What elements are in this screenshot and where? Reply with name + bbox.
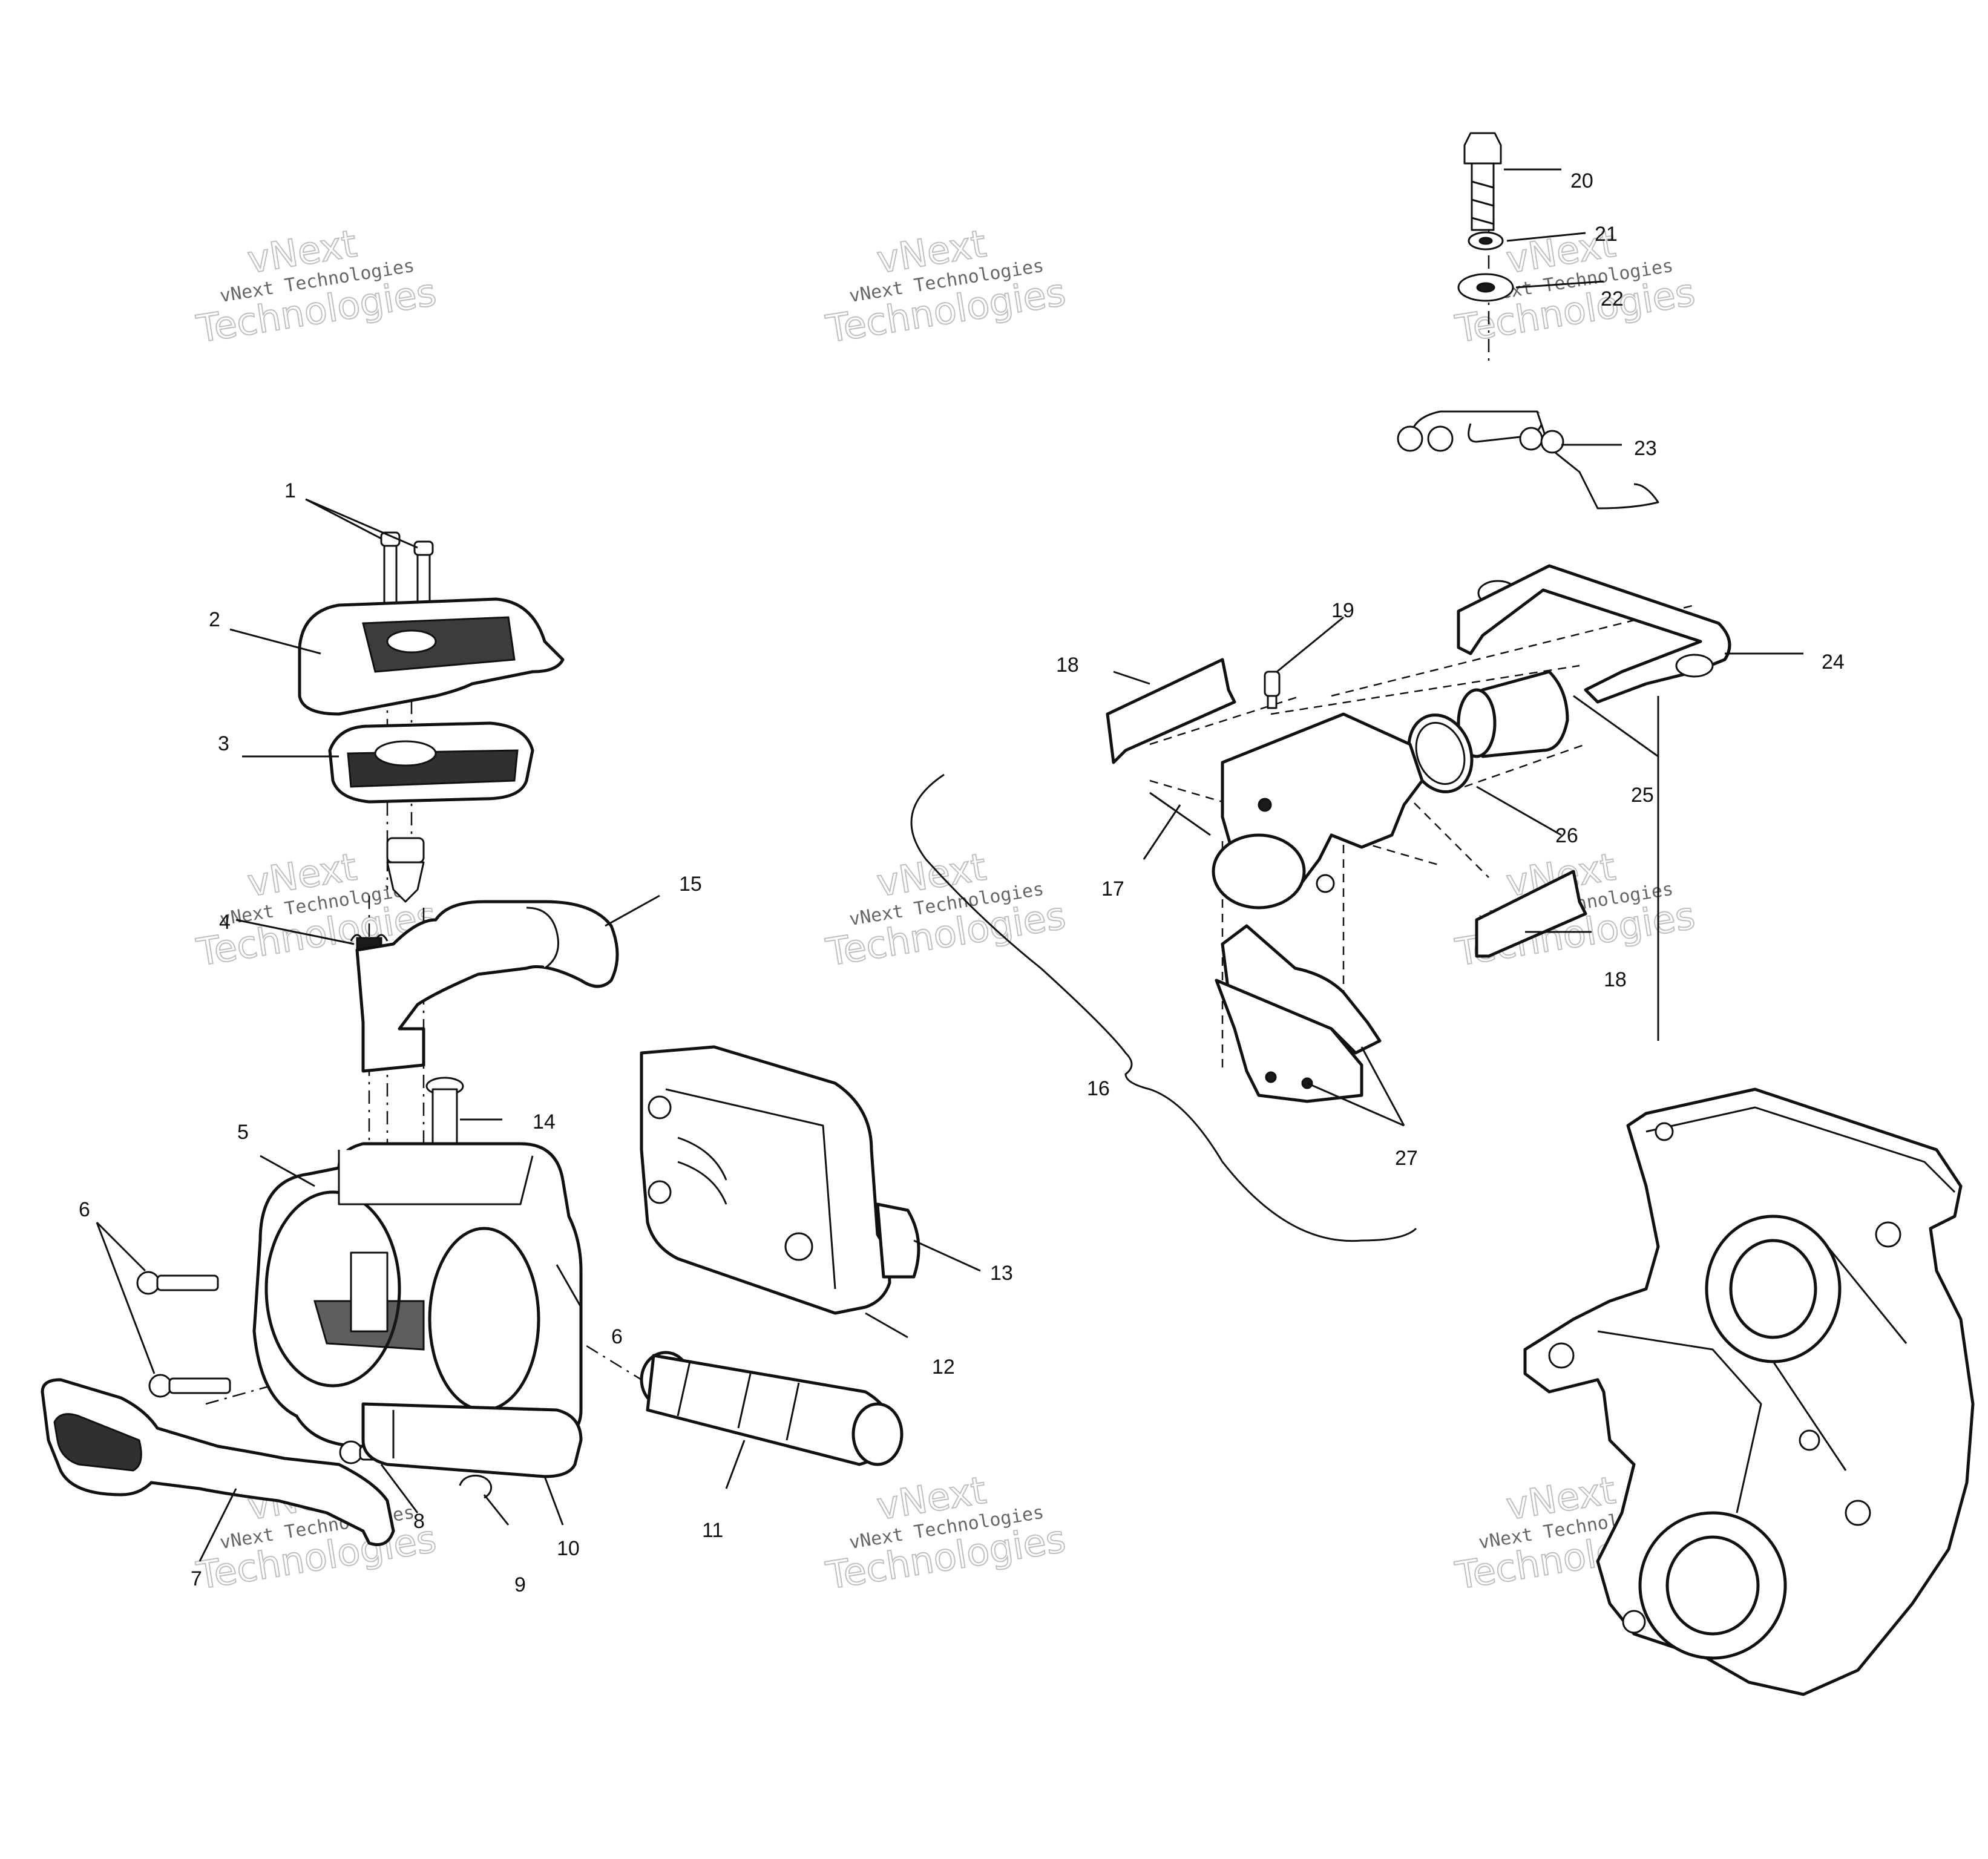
callout-18-bottom: 18 xyxy=(1604,968,1627,991)
callout-23: 23 xyxy=(1634,437,1657,460)
callout-11: 11 xyxy=(702,1519,723,1542)
chaincase-housing xyxy=(1523,1087,1975,1696)
watermark-1: vNext vNext Technologies Technologies xyxy=(193,220,440,352)
callout-25: 25 xyxy=(1631,784,1654,807)
callouts: 1 2 3 4 5 6 6 7 8 9 10 11 12 13 14 15 16… xyxy=(79,169,1845,1596)
part-20-bolt xyxy=(1463,132,1502,231)
callout-26: 26 xyxy=(1555,824,1578,847)
callout-6-right: 6 xyxy=(611,1325,623,1348)
part-2-top-cover xyxy=(298,597,565,716)
callout-17: 17 xyxy=(1101,877,1124,900)
part-22-washer xyxy=(1457,273,1514,302)
part-5-housing xyxy=(252,1142,583,1448)
callout-4: 4 xyxy=(219,911,231,934)
part-12-cover xyxy=(640,1045,891,1315)
callout-3: 3 xyxy=(218,732,229,755)
callout-20: 20 xyxy=(1570,169,1593,192)
part-26-seal-ring xyxy=(1407,713,1474,793)
callout-16: 16 xyxy=(1087,1077,1110,1100)
part-24-bracket xyxy=(1457,564,1731,704)
part-17-caliper xyxy=(1149,712,1424,910)
part-18-shim-right xyxy=(1475,870,1587,958)
callout-6-left: 6 xyxy=(79,1198,90,1221)
callout-24: 24 xyxy=(1822,651,1845,674)
part-10-clamp xyxy=(361,1402,583,1478)
part-9-circlip xyxy=(459,1474,493,1499)
part-plunger xyxy=(386,837,425,903)
part-21-lock-washer xyxy=(1468,231,1504,251)
callout-8: 8 xyxy=(413,1510,425,1533)
callout-5: 5 xyxy=(237,1121,249,1144)
brace-16 xyxy=(910,773,1417,1242)
callout-1: 1 xyxy=(284,479,296,502)
callout-9: 9 xyxy=(514,1573,526,1596)
part-25-piston xyxy=(1457,670,1569,758)
callout-12: 12 xyxy=(932,1356,955,1379)
watermark-8: vNext vNext Technologies Technologies xyxy=(822,1467,1069,1598)
callout-18-top: 18 xyxy=(1056,654,1079,677)
callout-2: 2 xyxy=(209,608,220,631)
callout-27: 27 xyxy=(1395,1147,1418,1170)
part-11-throttle-tube xyxy=(640,1351,904,1466)
part-19-bleeder xyxy=(1264,670,1281,709)
callout-13: 13 xyxy=(990,1262,1013,1285)
leader-lines xyxy=(96,168,1803,1562)
callout-21: 21 xyxy=(1595,223,1618,246)
callout-19: 19 xyxy=(1331,599,1354,622)
part-3-gasket xyxy=(328,721,534,804)
callout-7: 7 xyxy=(191,1567,202,1590)
part-18-shim-left xyxy=(1106,658,1236,764)
part-7-brake-lever xyxy=(41,1378,395,1546)
callout-14: 14 xyxy=(533,1110,556,1133)
callout-10: 10 xyxy=(557,1537,580,1560)
watermarks: vNext vNext Technologies Technologies vN… xyxy=(193,220,1699,1598)
watermark-2: vNext vNext Technologies Technologies xyxy=(822,220,1069,352)
part-15-throttle-lever xyxy=(355,900,619,1073)
part-6-screws xyxy=(136,1271,231,1398)
part-27-brake-pads xyxy=(1215,924,1382,1103)
part-13-seal xyxy=(876,1202,920,1279)
watermark-5: vNext vNext Technologies Technologies xyxy=(822,844,1069,975)
part-23-spring-clip xyxy=(1397,410,1659,510)
callout-15: 15 xyxy=(679,873,702,896)
callout-22: 22 xyxy=(1601,287,1624,310)
